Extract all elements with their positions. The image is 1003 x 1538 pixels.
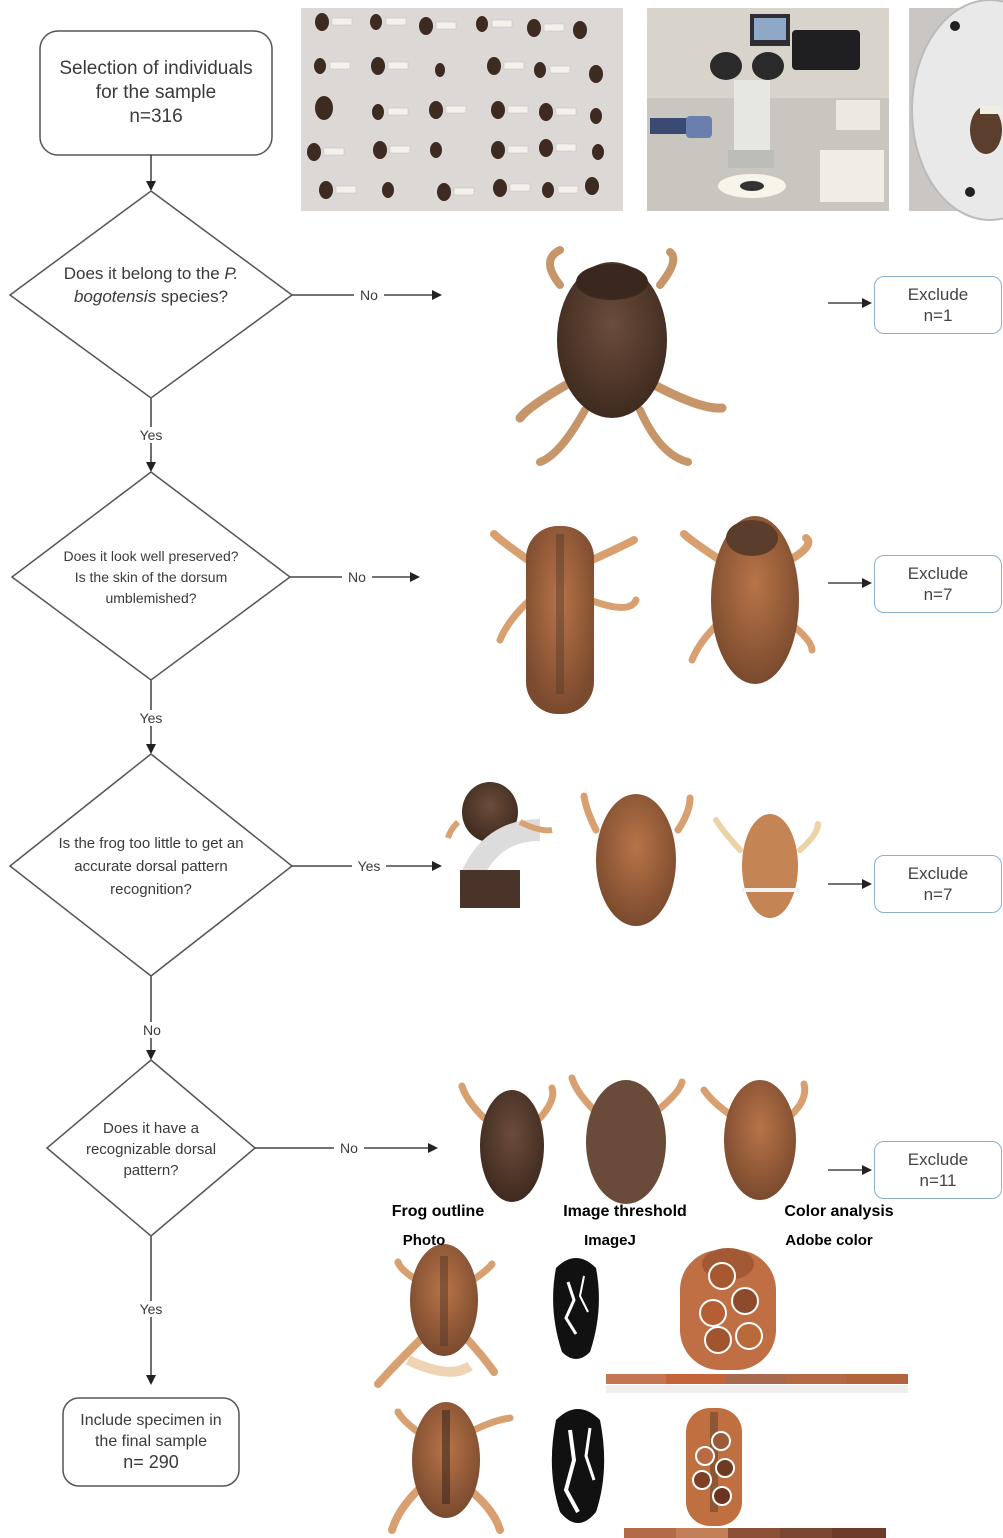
exclude-box-preservation: Exclude n=7 [874, 555, 1002, 613]
frog-photo-nopattern-2 [572, 1078, 682, 1204]
q1-line2a: bogotensis [74, 287, 156, 306]
frog-photo-small-3 [716, 814, 818, 918]
q2-line1: Does it look well preserved? [26, 546, 276, 567]
label-q1-no: No [354, 287, 384, 303]
frog-photo-preservation-2 [684, 516, 812, 684]
exclude-box-size: Exclude n=7 [874, 855, 1002, 913]
frog-photo-excluded-species [520, 250, 722, 462]
exclude-box-pattern: Exclude n=11 [874, 1141, 1002, 1199]
final-box-text: Include specimen in the final sample n= … [63, 1410, 239, 1473]
q4-text: Does it have a recognizable dorsal patte… [56, 1118, 246, 1181]
exclude-label: Exclude [908, 863, 968, 884]
frog-photo-small-1 [448, 780, 558, 908]
exclude-count: n=11 [919, 1170, 956, 1191]
photo-microscope [647, 8, 889, 211]
exclude-label: Exclude [908, 284, 968, 305]
color-swatch-strip-2 [624, 1528, 886, 1538]
label-q4-no: No [334, 1140, 364, 1156]
analysis-photo-2 [392, 1402, 510, 1530]
q3-text: Is the frog too little to get an accurat… [24, 832, 278, 901]
q1-line2b: species? [156, 287, 228, 306]
q4-line2: recognizable dorsal [56, 1139, 246, 1160]
q3-line3: recognition? [24, 878, 278, 901]
q1-line1b: P. [224, 264, 238, 283]
exclude-label: Exclude [908, 563, 968, 584]
exclude-count: n=7 [924, 584, 953, 605]
frog-photo-preservation-1 [494, 526, 636, 714]
analysis-col3-sub: Adobe color [774, 1232, 884, 1249]
final-line-2: the final sample [63, 1431, 239, 1452]
analysis-col2-title: Image threshold [552, 1203, 698, 1221]
photo-specimen-tray [301, 8, 623, 211]
analysis-col1-sub: Photo [384, 1232, 464, 1249]
frog-photo-nopattern-3 [704, 1080, 805, 1200]
color-swatch-strip-1 [606, 1374, 908, 1393]
q2-line2: Is the skin of the dorsum [26, 567, 276, 588]
label-q2-no: No [342, 569, 372, 585]
exclude-count: n=1 [924, 305, 953, 326]
exclude-count: n=7 [924, 884, 953, 905]
analysis-photo-1 [378, 1244, 494, 1384]
analysis-col1-title: Frog outline [378, 1203, 498, 1221]
start-line-2: for the sample [40, 81, 272, 105]
frog-photo-small-2 [584, 794, 690, 926]
start-line-1: Selection of individuals [40, 57, 272, 81]
q1-line1a: Does it belong to the [64, 264, 225, 283]
q4-line3: pattern? [56, 1160, 246, 1181]
threshold-image-1 [553, 1258, 599, 1359]
q2-line3: umblemished? [26, 588, 276, 609]
start-box-text: Selection of individuals for the sample … [40, 57, 272, 129]
q3-line1: Is the frog too little to get an [24, 832, 278, 855]
label-q3-yes: Yes [352, 858, 386, 874]
final-line-1: Include specimen in [63, 1410, 239, 1431]
color-analysis-frog-1 [680, 1248, 776, 1370]
exclude-box-species: Exclude n=1 [874, 276, 1002, 334]
q2-text: Does it look well preserved? Is the skin… [26, 546, 276, 609]
exclude-label: Exclude [908, 1149, 968, 1170]
q3-line2: accurate dorsal pattern [24, 855, 278, 878]
color-analysis-frog-2 [686, 1408, 742, 1526]
frog-photo-nopattern-1 [462, 1086, 553, 1202]
start-line-3: n=316 [40, 105, 272, 129]
analysis-col2-sub: ImageJ [568, 1232, 652, 1249]
final-line-3: n= 290 [63, 1452, 239, 1473]
threshold-image-2 [552, 1409, 604, 1523]
label-q4-yes: Yes [134, 1301, 168, 1317]
label-q1-yes: Yes [134, 427, 168, 443]
label-q2-yes: Yes [134, 710, 168, 726]
q4-line1: Does it have a [56, 1118, 246, 1139]
label-q3-no: No [138, 1022, 166, 1038]
photo-petri-dish [909, 0, 1003, 220]
q1-text: Does it belong to the P. bogotensis spec… [30, 262, 272, 308]
analysis-col3-title: Color analysis [774, 1203, 904, 1221]
